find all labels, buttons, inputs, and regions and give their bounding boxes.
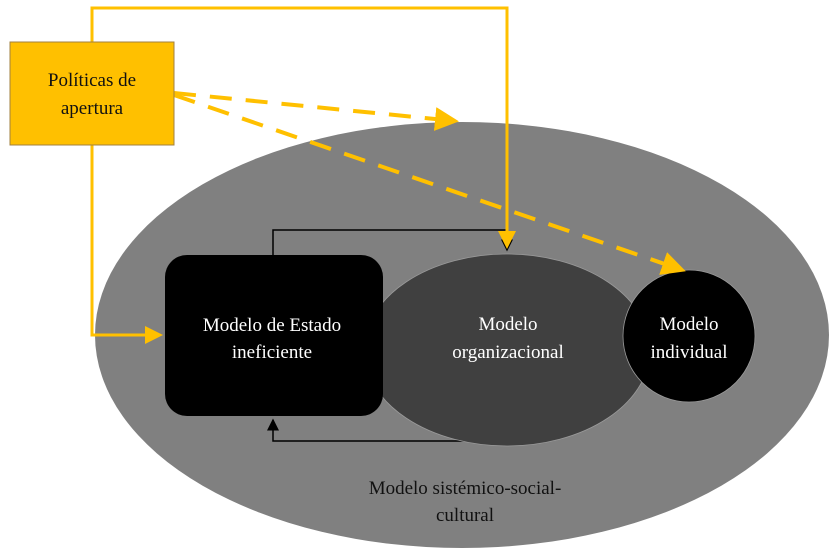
organizational-label-line1: Modelo	[478, 314, 537, 335]
organizational-label-line2: organizacional	[452, 342, 564, 363]
policy-dashed-arrow-to-systemic	[173, 91, 459, 131]
policies-box	[9, 41, 175, 146]
policy-dashed-arrow-to-individual	[173, 93, 686, 275]
policies-label-line1: Políticas de	[48, 70, 136, 91]
state-label-line1: Modelo de Estado	[203, 315, 341, 336]
policies-label-line2: apertura	[61, 98, 124, 119]
individual-model-circle	[622, 269, 756, 403]
state-label-line2: ineficiente	[232, 342, 312, 363]
systemic-label-line2: cultural	[436, 505, 494, 526]
individual-label-line2: individual	[650, 342, 727, 363]
systemic-label-line1: Modelo sistémico-social-	[369, 478, 562, 499]
policy-arrow-to-state	[90, 145, 163, 344]
individual-label-line1: Modelo	[659, 314, 718, 335]
policy-arrow-to-organizational	[90, 6, 516, 249]
state-model-box	[165, 255, 383, 416]
